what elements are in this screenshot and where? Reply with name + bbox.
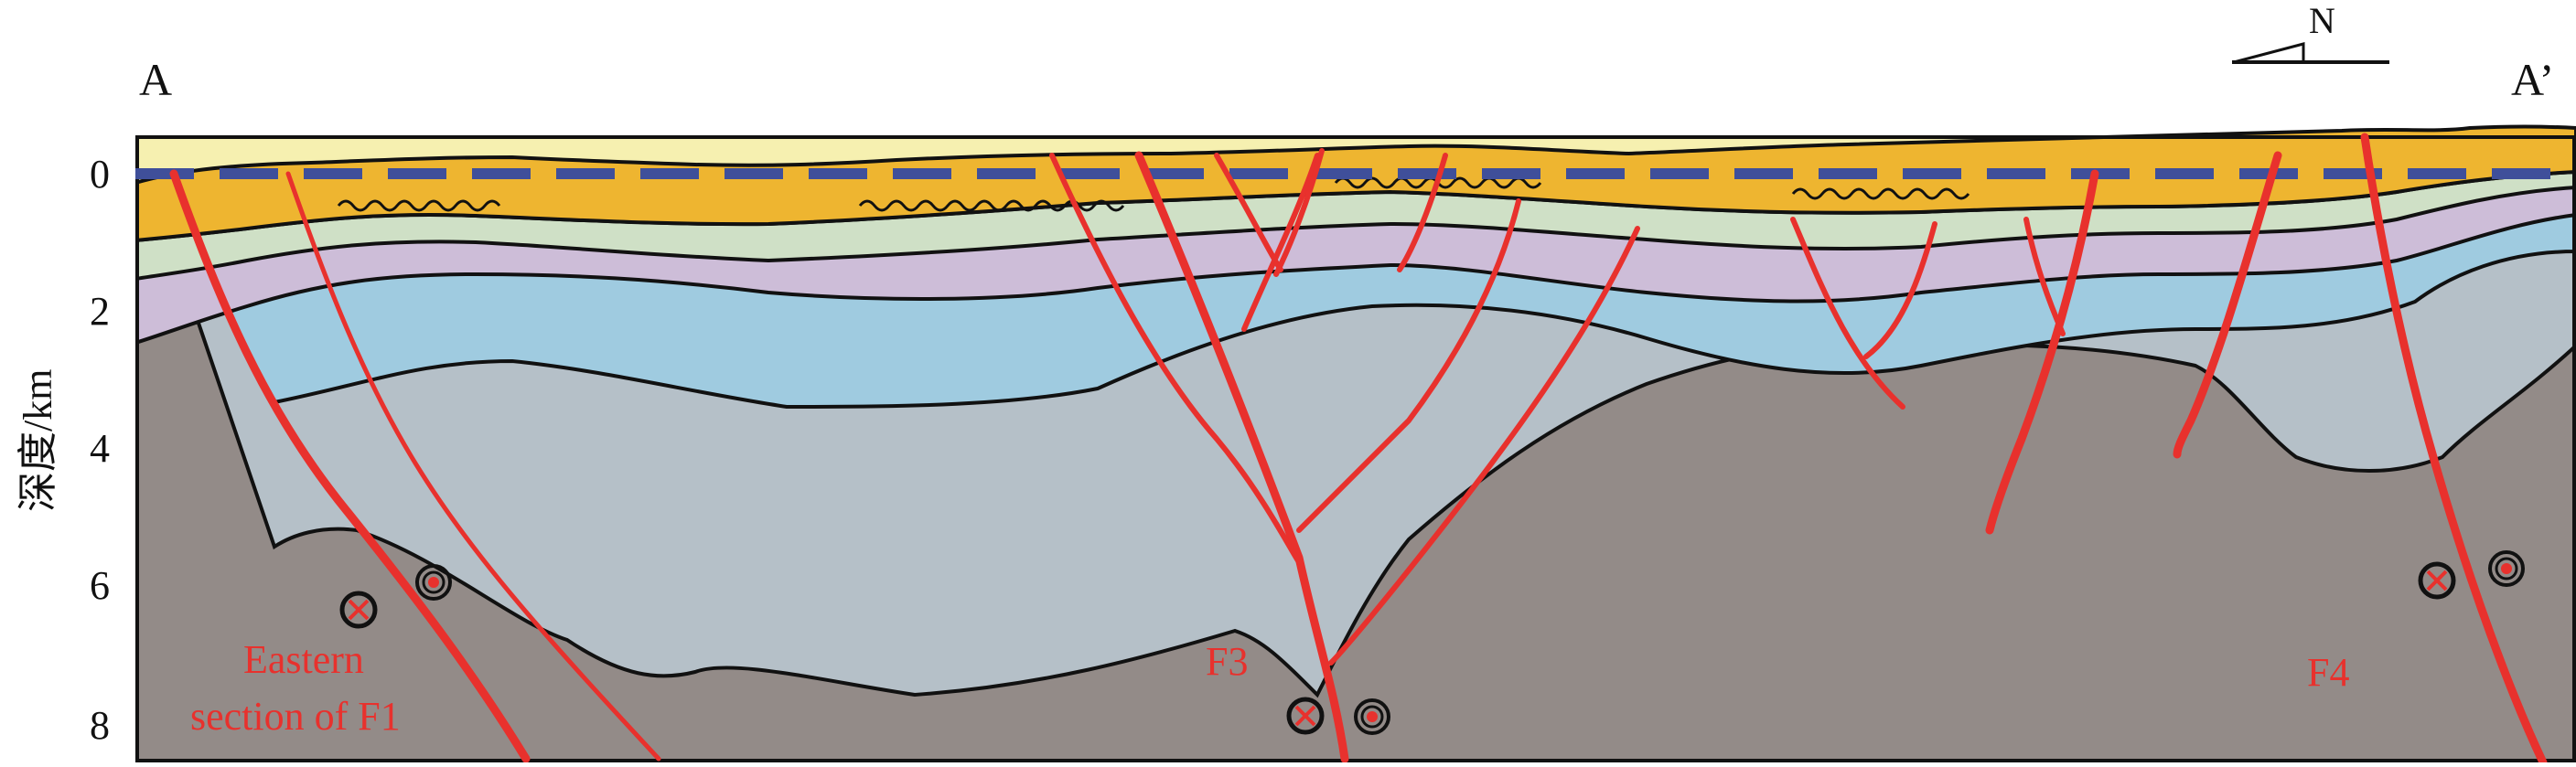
section-start-label: A — [139, 54, 172, 105]
fault-mid-2 — [1863, 221, 1937, 359]
fault-f3-branch-6 — [1296, 198, 1521, 533]
toward-motion-icon-f4 — [2488, 550, 2525, 587]
away-motion-icon-f4 — [2418, 561, 2456, 600]
fault-f1-label-line1: Eastern — [243, 637, 364, 682]
motion-symbols — [339, 550, 2525, 735]
fault-f3-branch-2 — [1241, 153, 1320, 332]
fault-f3-branch-5 — [1397, 153, 1448, 272]
depth-tick-0: 0 — [90, 152, 110, 197]
fault-f3-branch-3 — [1214, 153, 1283, 272]
fault-f1-secondary — [285, 171, 661, 762]
fault-f3-main — [1134, 151, 1349, 763]
fault-mid-4 — [2023, 217, 2066, 336]
north-arrow-icon: N — [2232, 0, 2389, 64]
fault-f4-label: F4 — [2307, 650, 2349, 695]
fault-f3-branch-1 — [1049, 153, 1302, 565]
unconformity-line — [337, 176, 1970, 212]
fault-f3-label: F3 — [1206, 639, 1248, 684]
depth-axis-title: 深度/km — [16, 369, 60, 512]
fault-f3-branch-7 — [1328, 226, 1640, 666]
away-motion-icon-f3 — [1286, 697, 1325, 735]
depth-axis: 0 2 4 6 8 深度/km — [16, 152, 110, 748]
fault-mid-3 — [1985, 169, 2099, 535]
away-motion-icon-f1 — [339, 591, 378, 629]
section-frame — [135, 135, 2576, 762]
depth-tick-4: 4 — [90, 426, 110, 471]
fault-f1-main — [169, 169, 531, 763]
fault-f3-branch-4 — [1273, 148, 1325, 277]
fault-mid-1 — [1790, 217, 1905, 410]
toward-motion-icon-f1 — [415, 564, 452, 601]
toward-motion-icon-f3 — [1354, 698, 1390, 735]
fault-f1-label-line2: section of F1 — [190, 694, 401, 739]
fault-f4-main — [2360, 133, 2548, 767]
north-label: N — [2309, 0, 2335, 41]
depth-tick-6: 6 — [90, 563, 110, 608]
depth-tick-2: 2 — [90, 289, 110, 334]
surface-layer — [135, 124, 2576, 243]
section-end-label: A’ — [2511, 54, 2554, 105]
fault-mid-5 — [2173, 151, 2282, 459]
depth-tick-8: 8 — [90, 703, 110, 748]
faults — [169, 133, 2548, 767]
geologic-layers — [135, 124, 2576, 762]
